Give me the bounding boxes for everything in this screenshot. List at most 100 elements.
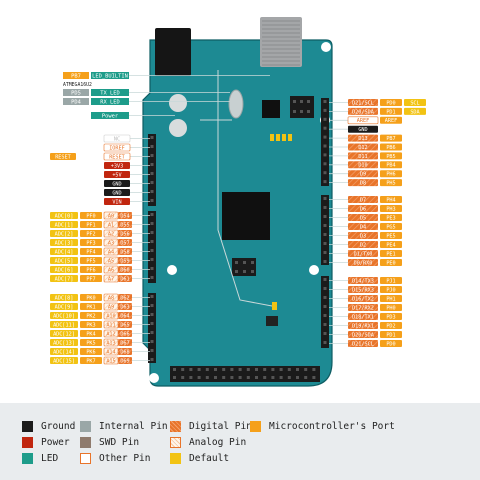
legend-item-internal: Internal Pin [80, 421, 168, 432]
header-pin [255, 376, 258, 379]
adc-tag [50, 348, 78, 355]
port-tag [380, 331, 402, 338]
led-text: TX LED [100, 91, 119, 97]
pin-text: D3 [360, 233, 366, 239]
header-pin [323, 180, 327, 184]
adc-tag [50, 221, 78, 228]
legend-swatch [250, 421, 261, 432]
mounting-hole [149, 373, 159, 383]
adc-text: ADC[0] [55, 213, 74, 219]
adc-text: ADC[2] [55, 231, 74, 237]
port-tag [80, 275, 102, 282]
legend-swatch [80, 437, 91, 448]
header-pin [189, 376, 193, 379]
digital-text: D66 [120, 331, 129, 337]
port-tag [380, 179, 402, 187]
header-pin [323, 126, 327, 130]
analog-text: A6 [108, 267, 114, 273]
pin-text: D6 [360, 206, 366, 212]
digital-text: D64 [120, 313, 129, 319]
header-pin [150, 276, 154, 279]
digital-text: D54 [120, 213, 129, 219]
led-text: Power [102, 114, 119, 120]
port-tag [380, 241, 402, 248]
legend-swatch [170, 421, 181, 432]
port-tag [380, 286, 402, 293]
port-text: AREF [385, 118, 398, 124]
port-tag [380, 134, 402, 142]
digital-text: D63 [120, 304, 129, 310]
header-pin [150, 199, 154, 202]
port-text: PE1 [386, 251, 395, 257]
port-tag [380, 223, 402, 230]
pin-text: D21/SCL [352, 341, 374, 347]
pin-text: D7 [360, 197, 366, 203]
legend-swatch [80, 453, 91, 464]
pin-text: D15/RX3 [352, 287, 374, 293]
port-tag [380, 99, 402, 106]
pin-text: AREF [357, 118, 370, 124]
header-pin [197, 368, 201, 371]
header-pin [222, 376, 226, 379]
pin-tag [348, 179, 378, 187]
port-text: PF3 [86, 240, 95, 246]
port-tag [80, 212, 102, 219]
pin-text: RESET [109, 154, 125, 160]
digital-tag [118, 339, 132, 346]
led-text: LED_BUILTIN [92, 74, 128, 80]
mounting-hole [309, 265, 319, 275]
header-pin [173, 376, 176, 379]
adc-tag [50, 357, 78, 364]
header-pin [263, 368, 267, 371]
extra-text: SCL [410, 100, 419, 106]
port-text: PK1 [86, 304, 95, 310]
port-tag [380, 107, 402, 115]
header-pin [150, 304, 154, 307]
port-text: PK5 [86, 340, 95, 346]
header-pin [150, 267, 154, 270]
led [270, 134, 274, 141]
digital-tag [118, 294, 132, 301]
digital-tag [118, 321, 132, 328]
pin-tag [104, 180, 130, 187]
header-pin [238, 376, 242, 379]
port-tag [80, 294, 102, 301]
adc-tag [50, 312, 78, 319]
digital-tag [118, 330, 132, 337]
port-tag [80, 330, 102, 337]
adc-text: ADC[8] [55, 295, 74, 301]
legend-swatch [22, 437, 33, 448]
header-digital-top [321, 98, 329, 186]
pin-text: D12 [358, 145, 367, 151]
pin-text: VIN [112, 199, 121, 205]
port-tag [380, 170, 402, 178]
adc-text: ADC[6] [55, 267, 74, 273]
header-pin [251, 270, 254, 273]
analog-text: A8 [108, 295, 114, 301]
port-tag [380, 277, 402, 284]
pin-text: +5V [112, 172, 121, 178]
header-pin [296, 376, 299, 379]
header-pin [323, 117, 327, 121]
header-pin [150, 358, 154, 361]
legend-label: Other Pin [99, 453, 151, 464]
adc-text: ADC[3] [55, 240, 74, 246]
capacitor [169, 119, 187, 137]
adc-tag [50, 248, 78, 255]
chip-label: ATMEGA16U2 [63, 82, 92, 88]
port-tag [380, 152, 402, 160]
header-pin [323, 197, 327, 200]
pin-tag [103, 152, 131, 161]
port-tag [380, 205, 402, 212]
led [282, 134, 286, 141]
digital-tag [118, 348, 132, 355]
legend-item-power: Power [22, 437, 70, 448]
header-pin [293, 110, 296, 113]
port-tag [80, 321, 102, 328]
legend-item-swd: SWD Pin [80, 437, 139, 448]
header-pin [251, 261, 254, 264]
port-text: PB4 [386, 163, 395, 169]
led-tag [91, 89, 129, 96]
digital-text: D56 [120, 231, 129, 237]
pin-tag [348, 286, 378, 293]
